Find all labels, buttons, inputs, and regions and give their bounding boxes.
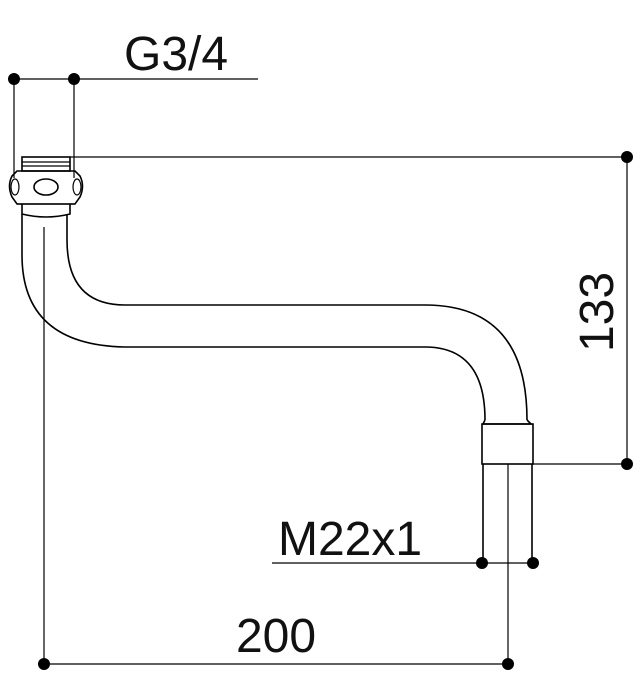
g34-endpoint-left — [8, 73, 20, 85]
hex-nut-face — [10, 178, 20, 196]
pipe-inner-edge — [66, 214, 528, 421]
spout-body — [8, 156, 534, 563]
height-dimension: 133 — [70, 151, 633, 470]
g34-dimension: G3/4 — [8, 28, 258, 178]
height-endpoint-top — [621, 151, 633, 163]
hex-nut-face — [33, 178, 59, 196]
g34-endpoint-right — [68, 73, 80, 85]
outlet-nut — [481, 423, 534, 465]
m22-endpoint-left — [476, 557, 488, 569]
m22-label: M22x1 — [278, 513, 422, 566]
g34-label: G3/4 — [124, 28, 228, 81]
hex-nut — [8, 170, 84, 205]
height-endpoint-bottom — [621, 458, 633, 470]
length-endpoint-right — [502, 658, 514, 670]
inlet-thread — [21, 156, 71, 172]
nut-collar — [21, 204, 71, 218]
length-label: 200 — [236, 610, 316, 663]
m22-dimension: M22x1 — [272, 513, 539, 569]
hex-nut-face — [72, 178, 82, 196]
length-endpoint-left — [38, 658, 50, 670]
pipe-outer-edge — [21, 214, 486, 421]
m22-endpoint-right — [527, 557, 539, 569]
length-dimension: 200 — [38, 227, 514, 670]
height-label: 133 — [571, 272, 624, 352]
